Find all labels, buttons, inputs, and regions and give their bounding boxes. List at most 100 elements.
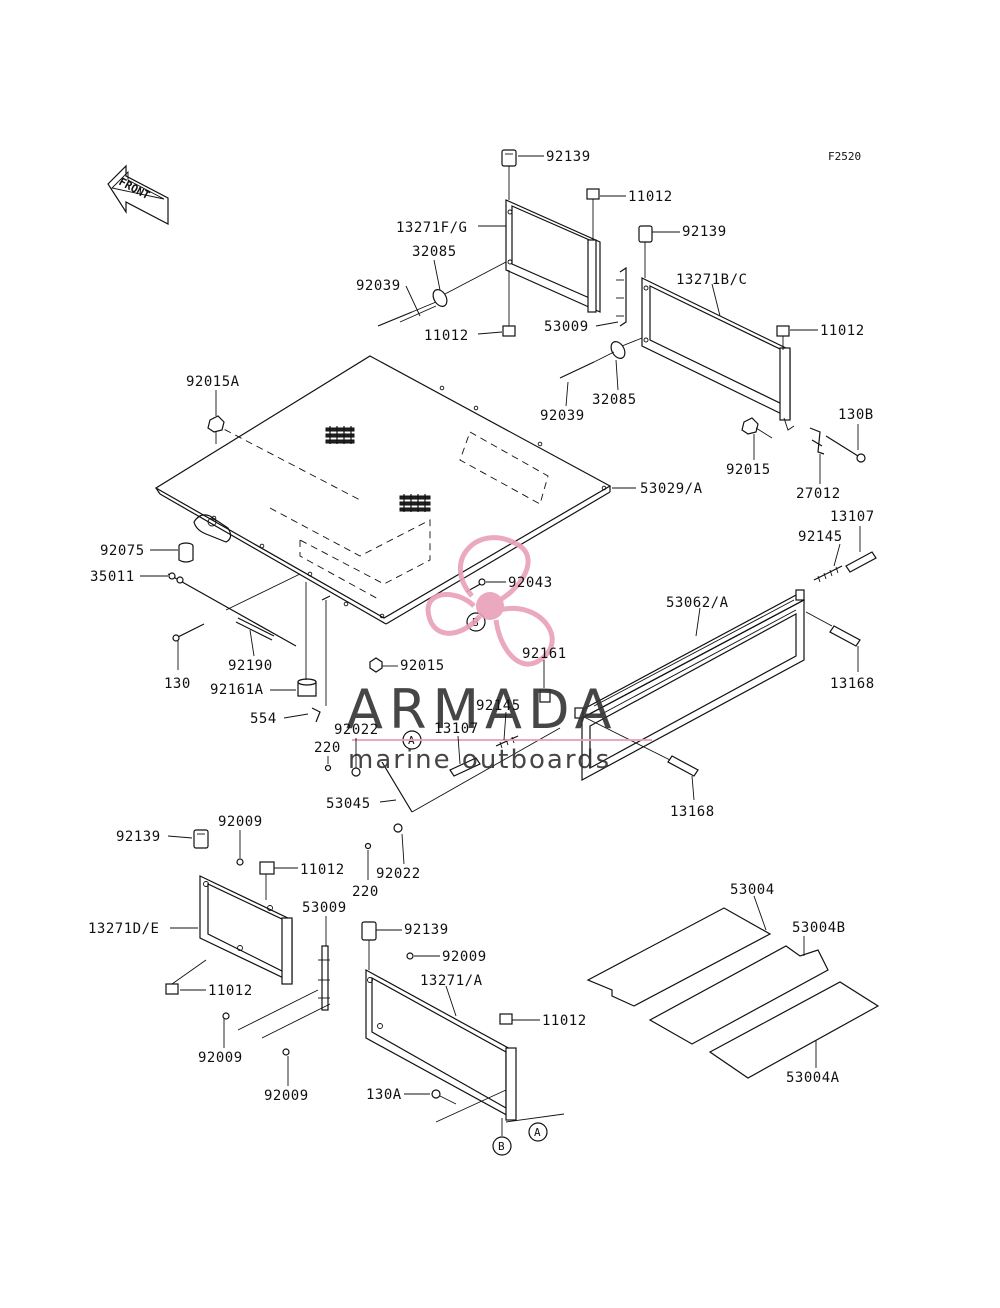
clip-32085-a [432,261,507,307]
label-11012-f: 11012 [208,983,253,999]
side-panel-13271a [365,968,517,1121]
bolt-220-b [364,842,372,850]
label-53029a: 53029/A [640,481,703,497]
cap-11012-d [259,861,275,875]
callout-b-lower-text: B [498,1140,505,1153]
strike-554 [311,595,331,723]
label-92043: 92043 [508,575,553,591]
pin-13107-right [845,551,877,573]
label-92139-c: 92139 [116,829,161,845]
label-92139-a: 92139 [546,149,591,165]
label-27012: 27012 [796,486,841,502]
label-92009-a: 92009 [218,814,263,830]
hinge-53009-a [616,266,627,327]
spring-92145-right [813,565,843,583]
label-92145-b: 92145 [476,698,521,714]
label-92190: 92190 [228,658,273,674]
label-13107-a: 13107 [830,509,875,525]
bumper-92161 [539,689,551,703]
bumper-92075 [178,542,194,563]
bolt-92009-a [236,858,244,866]
label-13271bc: 13271B/C [676,272,747,288]
label-11012-e: 11012 [542,1013,587,1029]
cap-92139-top [501,149,517,200]
cap-11012-e [165,983,179,995]
watermark-brand: ARMADA [346,678,618,741]
label-11012-a: 11012 [628,189,673,205]
side-panel-13271fg [505,199,601,313]
label-554: 554 [250,711,277,727]
pin-13168-right [805,611,861,647]
label-220-a: 220 [314,740,341,756]
bolt-92039-a [377,301,437,327]
cap-92139-right [638,225,653,278]
label-13107-b: 13107 [434,721,479,737]
cap-11012-f [499,1013,513,1025]
label-92075: 92075 [100,543,145,559]
label-92015-a: 92015 [726,462,771,478]
hinge-53009-b [318,945,330,1011]
mat-53004b [648,945,829,1045]
cap-11012-a [586,188,600,200]
bolt-92009-d [406,952,414,960]
bumper-92161a [297,678,317,697]
label-92015a: 92015A [186,374,240,390]
label-13168-a: 13168 [830,676,875,692]
label-13168-b: 13168 [670,804,715,820]
front-arrow-icon: FRONT [107,164,169,225]
label-13271de: 13271D/E [88,921,159,937]
label-92161a: 92161A [210,682,264,698]
label-11012-c: 11012 [820,323,865,339]
label-92139-d: 92139 [404,922,449,938]
label-92009-d: 92009 [264,1088,309,1104]
part-labels: 92139 11012 13271F/G 32085 92039 11012 5… [88,149,875,1104]
label-53045: 53045 [326,796,371,812]
label-32085-a: 32085 [412,244,457,260]
label-13271fg: 13271F/G [396,220,467,236]
label-13271a: 13271/A [420,973,483,989]
sleeve-92190 [235,617,275,641]
latch-27012 [809,427,825,455]
propeller-logo-icon [425,535,555,667]
label-92039-a: 92039 [356,278,401,294]
label-53004b: 53004B [792,920,846,936]
label-11012-d: 11012 [300,862,345,878]
label-53009-b: 53009 [302,900,347,916]
label-92139-b: 92139 [682,224,727,240]
nut-92015a [207,415,225,433]
side-panel-13271de [199,875,293,985]
label-53004: 53004 [730,882,775,898]
watermark-tagline: marine outboards [348,745,611,775]
label-92145-a: 92145 [798,529,843,545]
label-92015-b: 92015 [400,658,445,674]
mat-53004a [708,981,880,1079]
leader-lines [140,155,861,1136]
label-35011: 35011 [90,569,135,585]
label-53009-a: 53009 [544,319,589,335]
bolt-220-a [324,764,332,772]
nut-92015-mid [369,657,383,673]
floor-grid-b [399,494,431,512]
watermark: ARMADA marine outboards [346,535,652,775]
pin-13168-left [581,715,699,777]
clip-32085-b [610,337,643,359]
bed-floor-53029a [154,355,612,625]
label-92009-b: 92009 [442,949,487,965]
label-130b: 130B [838,407,874,423]
bolt-92039-b [559,351,615,379]
label-92039-b: 92039 [540,408,585,424]
bolt-130 [172,623,205,642]
callout-a-lower: A [528,1122,548,1142]
cap-92139-left [193,829,209,849]
bolt-92009-c [282,1048,290,1056]
tailgate-53062a [574,589,805,782]
label-53062a: 53062/A [666,595,729,611]
bolt-130b [825,435,866,463]
cable-53045 [351,727,561,833]
bolt-92009-b [222,1012,230,1020]
side-panel-13271bc [641,277,795,431]
floor-grid-a [325,426,355,444]
pin-13107-left [449,757,481,777]
callout-b-lower: B [492,1136,512,1156]
